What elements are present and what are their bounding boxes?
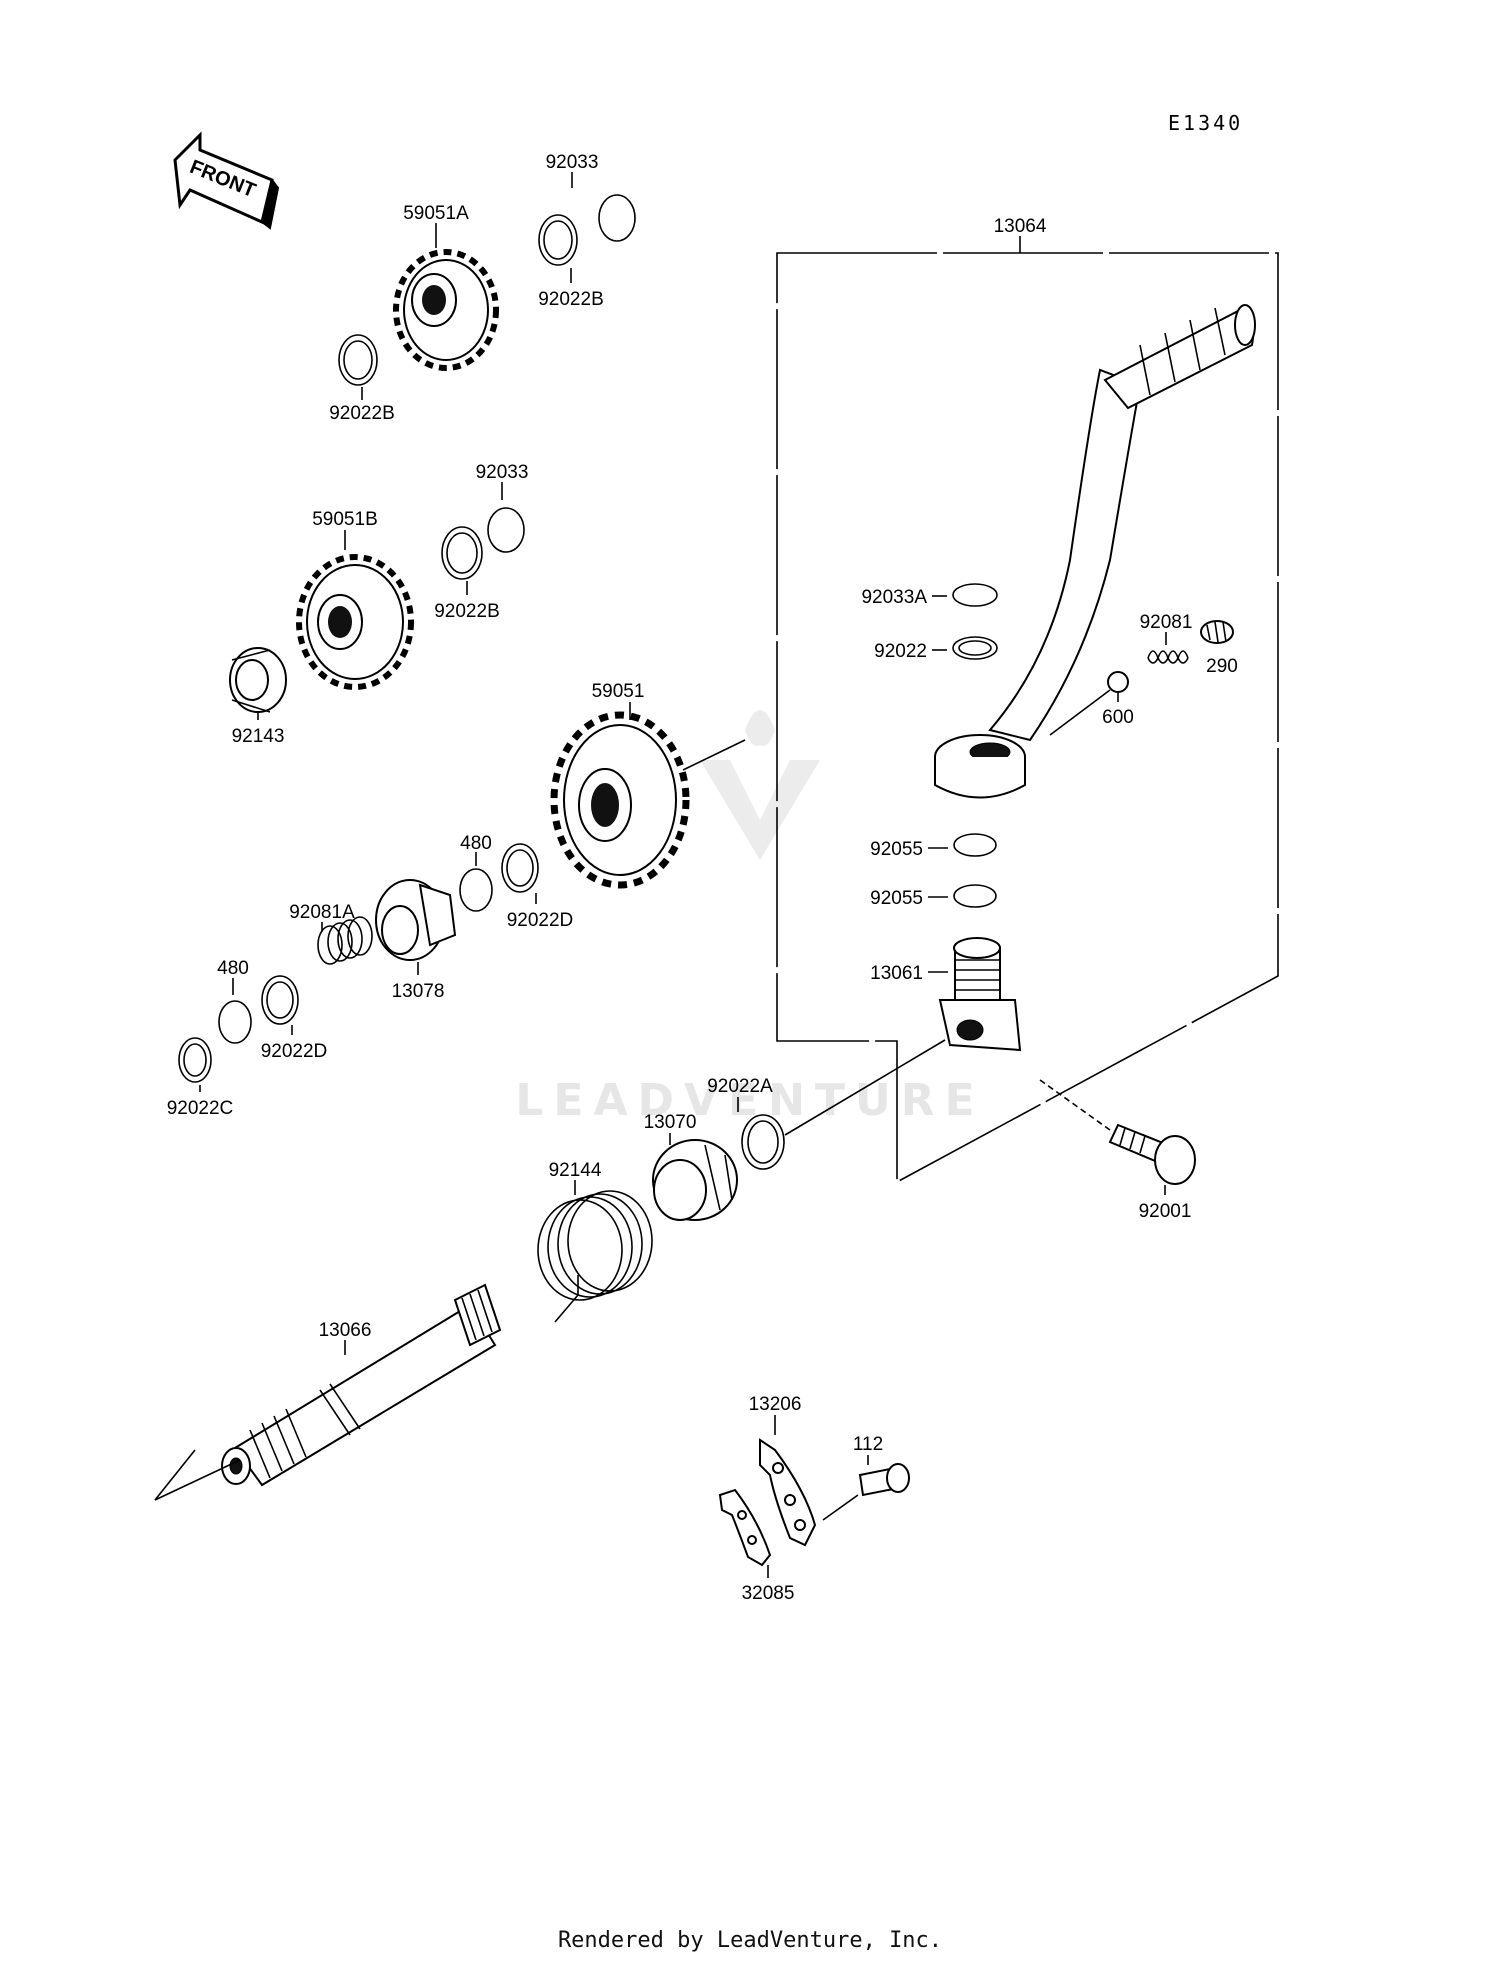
label-13078: 13078 [392,981,445,1002]
oring-92055-b [953,884,997,908]
label-92022B-mid: 92022B [434,601,500,622]
gear-59051 [550,711,690,889]
gear-59051A [393,249,499,371]
label-59051A: 59051A [403,203,469,224]
spring-92144 [537,1190,653,1323]
washer-92022D-lower [261,975,299,1025]
label-92055-b: 92055 [870,888,923,909]
clip-92033A [952,583,998,607]
label-92022: 92022 [874,641,927,662]
label-13206: 13206 [749,1394,802,1415]
oring-92055-a [953,833,997,857]
ball-600 [1107,671,1129,693]
label-112: 112 [853,1434,883,1455]
label-92022D-lower: 92022D [261,1041,328,1062]
label-13061: 13061 [870,963,923,984]
label-92081: 92081 [1140,612,1193,633]
watermark-text: LEADVENTURE [515,1075,984,1126]
label-13066: 13066 [319,1320,372,1341]
label-92022D-upper: 92022D [507,910,574,931]
bracket-32085 [718,1488,772,1567]
label-92143: 92143 [232,726,285,747]
reference-code: E1340 [1168,111,1243,135]
label-92033-mid: 92033 [476,462,529,483]
washer-92022D-upper [501,843,539,893]
ratchet-13078 [375,879,457,961]
footer-credit: Rendered by LeadVenture, Inc. [557,1928,943,1953]
label-480-upper: 480 [460,833,492,854]
bolt-112 [858,1463,910,1497]
label-92055-a: 92055 [870,839,923,860]
label-480-lower: 480 [217,958,249,979]
label-92033A: 92033A [861,587,927,608]
pin-290 [1200,620,1234,644]
label-92022C: 92022C [167,1098,234,1119]
shaft-13066 [221,1283,502,1487]
label-13070: 13070 [644,1112,697,1133]
washer-92022C [178,1037,212,1083]
bearing-92143 [229,647,287,713]
watermark: LEADVENTURE [515,710,984,1126]
guide-13070 [652,1139,738,1221]
plate-13206 [759,1438,817,1547]
washer-92022 [952,636,998,660]
front-arrow-icon: FRONT [173,131,280,230]
label-92081A: 92081A [289,902,355,923]
label-32085: 32085 [742,1583,795,1604]
label-92144: 92144 [549,1160,602,1181]
label-13064: 13064 [994,216,1047,237]
label-92022A: 92022A [707,1076,773,1097]
circlip-92033-mid [487,507,525,553]
boss-13061 [938,937,1022,1052]
label-59051: 59051 [592,681,645,702]
bolt-92001 [1108,1123,1196,1185]
label-600: 600 [1102,707,1134,728]
label-92033-top: 92033 [546,152,599,173]
circlip-480-upper [459,868,493,912]
label-92022B-top-left: 92022B [329,403,395,424]
washer-92022B-top-left [338,334,378,386]
kick-lever-13064 [934,304,1256,799]
spring-92081 [1147,650,1189,664]
circlip-480-lower [218,1000,252,1044]
label-290: 290 [1206,656,1238,677]
washer-92022B-top-right [538,214,578,266]
label-92022B-top-right: 92022B [538,289,604,310]
washer-92022B-mid [441,526,483,580]
gear-59051B [296,554,414,690]
washer-92022A [741,1114,785,1170]
label-59051B: 59051B [312,509,378,530]
label-92001: 92001 [1139,1201,1192,1222]
circlip-92033-top [598,194,636,242]
spring-92081A [317,916,373,965]
